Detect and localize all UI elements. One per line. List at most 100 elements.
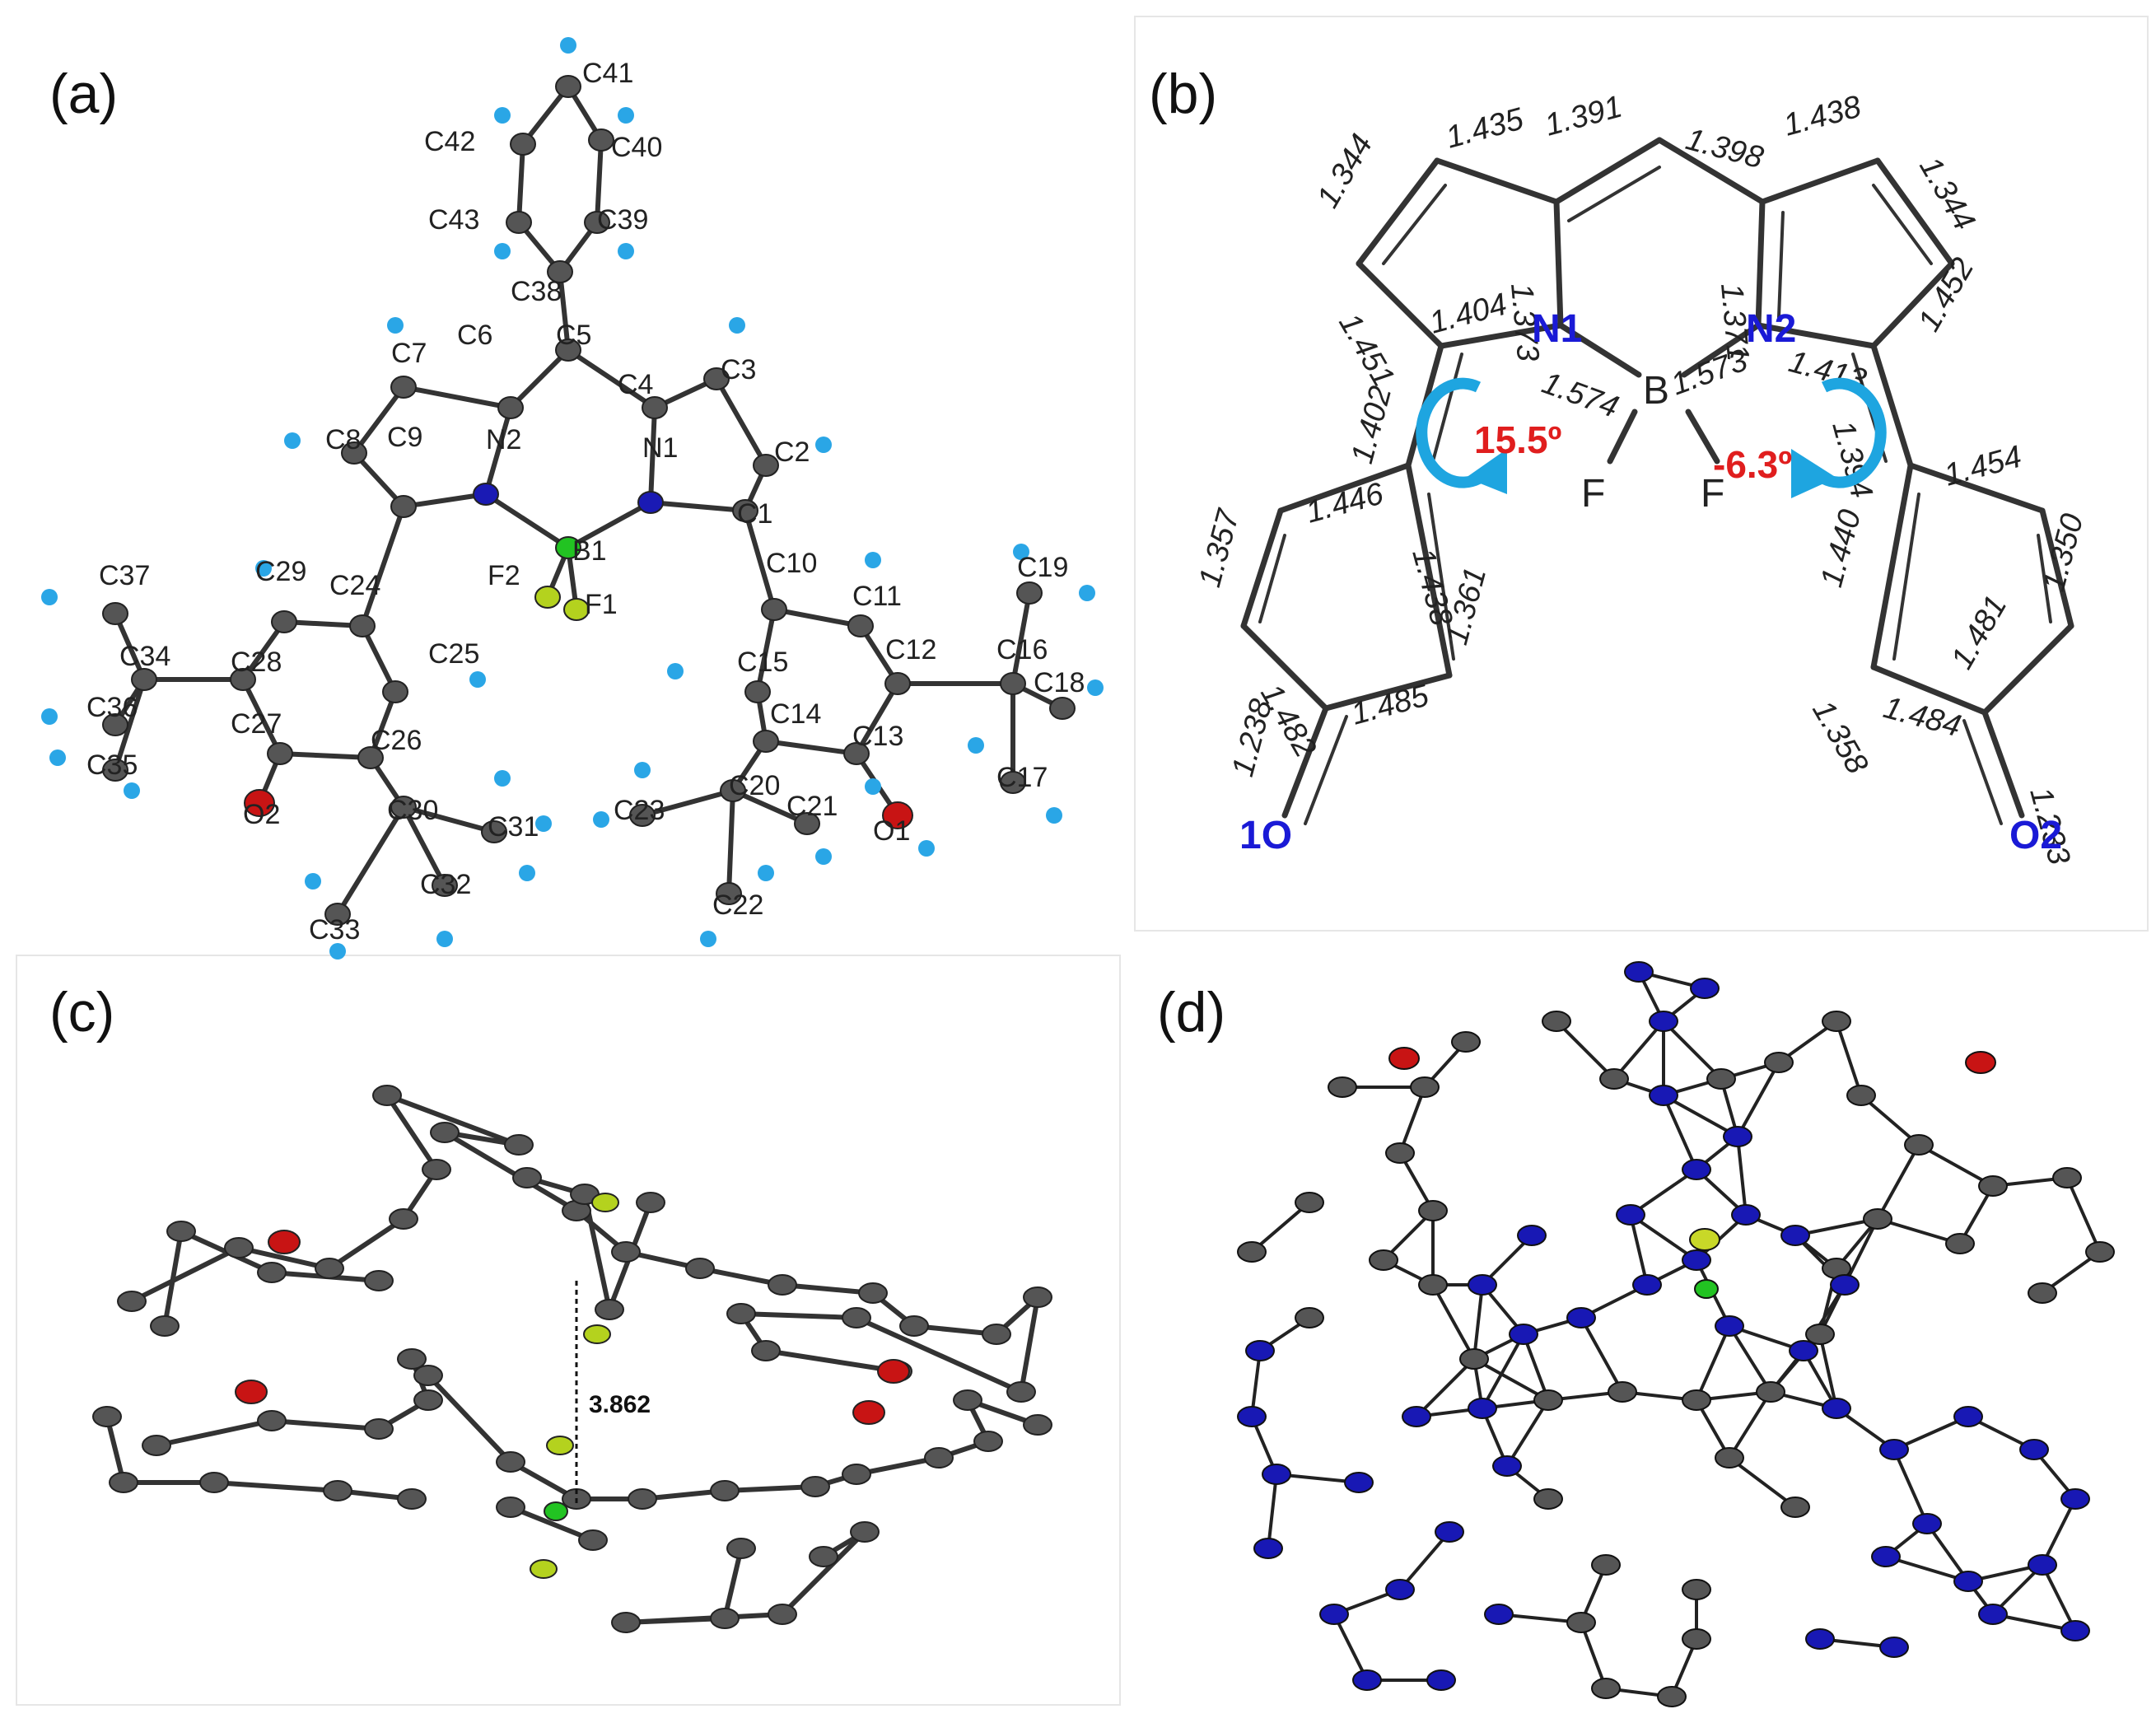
torsion-angle-left: 15.5º xyxy=(1474,418,1562,461)
carbon-atom xyxy=(611,1612,641,1633)
carbon-atom xyxy=(685,1258,715,1279)
bond-line xyxy=(328,1216,405,1271)
atom-label-c18: C18 xyxy=(1034,667,1085,698)
atom-label-c3: C3 xyxy=(721,354,756,385)
bond-line xyxy=(401,805,447,888)
carbon-atom xyxy=(397,1348,427,1370)
bond-line xyxy=(782,1282,874,1296)
bond-line xyxy=(743,508,777,612)
atom-c3 xyxy=(703,367,730,390)
carbon-atom xyxy=(710,1480,740,1501)
nitrogen-atom xyxy=(1715,1315,1744,1337)
carbon-atom xyxy=(1418,1200,1448,1221)
atom-c38 xyxy=(547,260,573,283)
carbon-atom xyxy=(1591,1678,1621,1699)
hydrogen-atom xyxy=(494,107,511,124)
nitrogen-atom xyxy=(1484,1604,1514,1625)
bond-line xyxy=(1876,1144,1920,1220)
carbon-atom xyxy=(1978,1175,2008,1197)
bond-line xyxy=(1267,1473,1278,1549)
hydrogen-atom xyxy=(815,437,832,453)
carbon-atom xyxy=(2052,1167,2082,1188)
bond-line xyxy=(240,677,282,756)
hydrogen-atom xyxy=(815,848,832,865)
panel-d-packing xyxy=(1237,961,2115,1707)
bond-length-label: 1.238 xyxy=(1225,696,1279,781)
bond-line xyxy=(714,376,768,468)
bond-line xyxy=(765,1348,898,1374)
bond-line xyxy=(483,492,571,550)
atom-c12 xyxy=(884,672,911,695)
nitrogen-atom xyxy=(1805,1628,1835,1650)
nitrogen-atom xyxy=(1632,1274,1662,1296)
bond-line xyxy=(1332,1613,1369,1681)
carbon-atom xyxy=(364,1270,394,1291)
atom-b1 xyxy=(555,536,581,559)
atom-c21 xyxy=(794,812,820,835)
carbon-atom xyxy=(726,1303,756,1324)
atom-n1: N1 xyxy=(1532,307,1582,351)
nitrogen-atom xyxy=(1780,1225,1810,1246)
hydrogen-atom xyxy=(634,762,651,778)
atom-c37 xyxy=(102,602,128,625)
bond-line xyxy=(722,1548,744,1619)
atom-c29 xyxy=(271,610,297,633)
boron-atom xyxy=(544,1501,568,1521)
carbon-atom xyxy=(982,1324,1011,1345)
carbon-atom xyxy=(858,1282,888,1304)
hydrogen-atom xyxy=(329,943,346,960)
carbon-atom xyxy=(1410,1076,1440,1098)
bond-line xyxy=(1398,1530,1451,1591)
bond-line xyxy=(1019,1296,1040,1393)
atom-label-c23: C23 xyxy=(614,795,665,826)
atom-label-c21: C21 xyxy=(786,791,838,822)
carbon-atom xyxy=(117,1291,147,1312)
atom-label-c5: C5 xyxy=(556,320,591,351)
hydrogen-atom xyxy=(305,873,321,890)
hydrogen-atom xyxy=(494,770,511,787)
carbon-atom xyxy=(842,1464,871,1485)
bodipy-skeleton xyxy=(1240,137,2074,825)
hydrogen-atom xyxy=(1013,544,1029,560)
carbon-atom xyxy=(1023,1414,1052,1436)
bond-length-label: 1.371 xyxy=(1714,282,1755,362)
bond-length-label: 1.574 xyxy=(1538,366,1623,425)
carbon-atom xyxy=(1459,1348,1489,1370)
bond-line xyxy=(772,607,863,628)
nitrogen-atom xyxy=(1953,1571,1983,1592)
carbon-atom xyxy=(2028,1282,2057,1304)
nitrogen-atom xyxy=(1682,1159,1711,1180)
carbon-atom xyxy=(1533,1389,1563,1411)
atom-c6 xyxy=(497,396,524,419)
bond-line xyxy=(1250,1201,1311,1254)
atom-label-c35: C35 xyxy=(86,749,138,781)
atom-label-c28: C28 xyxy=(231,647,282,678)
hydrogen-atom xyxy=(865,552,881,568)
atom-label-c11: C11 xyxy=(852,581,902,612)
bond-line xyxy=(1580,1622,1608,1689)
nitrogen-atom xyxy=(1879,1439,1909,1460)
atom-label-c33: C33 xyxy=(309,914,360,946)
bond-line xyxy=(1736,1062,1780,1137)
nitrogen-atom xyxy=(1319,1604,1349,1625)
bond-line xyxy=(2065,1177,2102,1253)
hydrogen-atom xyxy=(124,782,140,799)
atom-label-c13: C13 xyxy=(852,721,903,752)
bond-line xyxy=(566,348,657,410)
fluorine-atom xyxy=(591,1193,619,1212)
atom-label-c6: C6 xyxy=(457,320,492,351)
nitrogen-atom xyxy=(1344,1472,1374,1493)
atom-label-o1: O1 xyxy=(873,815,910,847)
bond-line xyxy=(1728,1324,1772,1394)
atom-c33 xyxy=(324,903,351,926)
atom-c11 xyxy=(847,614,874,637)
atom-label-c41: C41 xyxy=(582,58,633,89)
carbon-atom xyxy=(92,1406,122,1427)
carbon-atom xyxy=(2085,1241,2115,1263)
panel-b-frame xyxy=(1134,16,2149,932)
nitrogen-atom xyxy=(1426,1669,1456,1691)
bond-line xyxy=(566,500,653,550)
atom-c18 xyxy=(1049,697,1076,720)
atom-label-c17: C17 xyxy=(996,762,1048,793)
